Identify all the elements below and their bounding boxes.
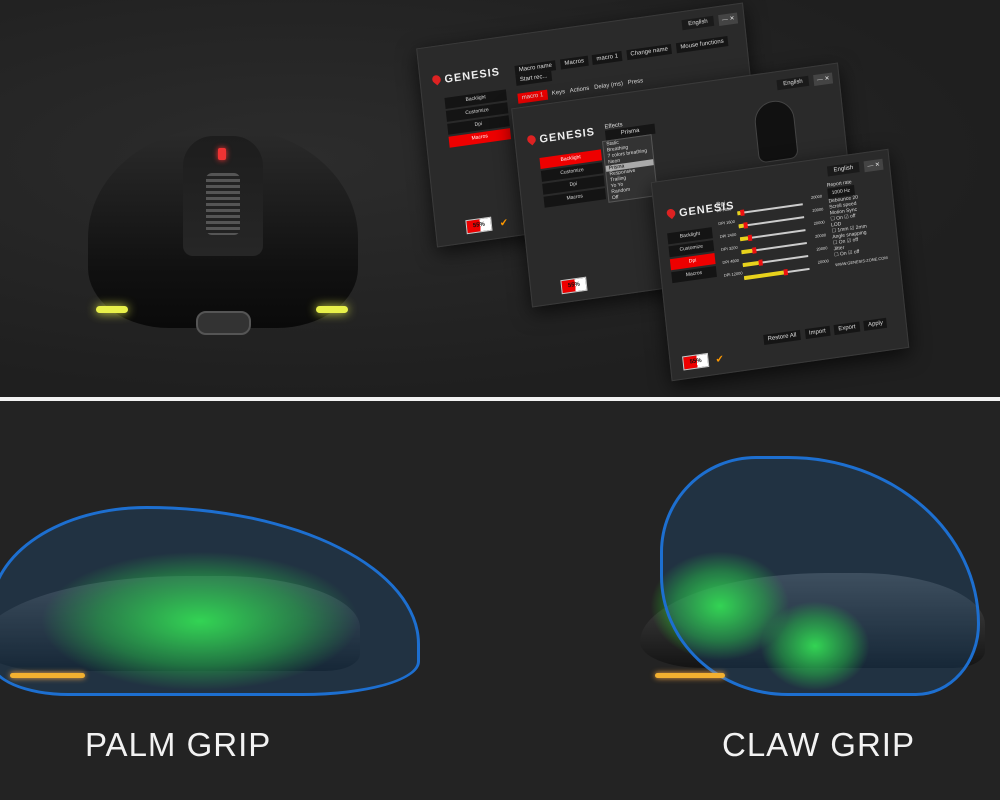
macro-list-item[interactable]: macro 1 <box>517 89 548 104</box>
check-icon: ✔ <box>715 353 725 366</box>
language-select[interactable]: English <box>776 75 810 91</box>
dpi-level-label: DPI 1600 <box>718 218 736 227</box>
delay-column: Delay (ms) <box>593 81 624 92</box>
dpi-max-label: 20000 <box>817 258 830 265</box>
dpi-max-label: 20000 <box>813 219 825 226</box>
macros-label: Macros <box>560 55 589 70</box>
change-name-button[interactable]: Change name <box>626 43 673 61</box>
window-controls[interactable]: — ✕ <box>718 12 739 27</box>
grip-section: PALM GRIP CLAW GRIP <box>0 401 1000 800</box>
dpi-settings: Report rate 1000 Hz Debounce 20 Scroll s… <box>827 175 893 267</box>
toggle-option-b[interactable]: off <box>849 213 856 220</box>
sidebar: Backlight Customize Dpi Macros <box>444 89 512 149</box>
brand-logo: GENESIS <box>527 126 596 147</box>
divider <box>0 397 1000 401</box>
actions-column: Actions <box>569 85 590 95</box>
dpi-max-label: 20000 <box>814 232 827 239</box>
battery-indicator: 55% <box>682 352 710 371</box>
dpi-slider[interactable] <box>743 267 810 281</box>
macro-select[interactable]: macro 1 <box>592 50 623 65</box>
product-hero: GENESIS English — ✕ Backlight Customize … <box>0 0 1000 397</box>
effects-list: Static Breathing 7 colors breathing Neon… <box>602 134 659 203</box>
battery-indicator: 55% <box>465 216 493 235</box>
apply-button[interactable]: Apply <box>863 317 888 331</box>
mouse-preview <box>752 98 799 164</box>
language-select[interactable]: English <box>681 15 715 31</box>
export-button[interactable]: Export <box>833 321 861 336</box>
battery-indicator: 55% <box>560 276 588 295</box>
palm-hand-outline <box>0 506 420 696</box>
toggle-option-a[interactable]: On <box>839 250 847 258</box>
dpi-level-label: DPI 12000 <box>723 270 743 278</box>
dpi-max-label: 20000 <box>810 193 823 201</box>
toggle-option-b[interactable]: off <box>853 248 860 256</box>
window-controls[interactable]: — ✕ <box>813 72 834 87</box>
mouse-functions-button[interactable]: Mouse functions <box>675 36 729 54</box>
claw-hand-outline <box>660 456 980 696</box>
dpi-level-label: DPI 800 <box>716 206 732 214</box>
claw-grip-label: CLAW GRIP <box>722 726 915 763</box>
dpi-max-label: 20000 <box>816 245 828 252</box>
language-select[interactable]: English <box>827 162 860 177</box>
keys-column: Keys <box>551 89 566 97</box>
palm-grip-label: PALM GRIP <box>85 726 272 763</box>
dpi-level-label: DPI 2400 <box>719 231 737 240</box>
dpi-level-label: DPI 4800 <box>722 257 740 265</box>
scroll-wheel <box>206 173 240 235</box>
mouse-front-view <box>88 128 358 343</box>
toggle-option-b[interactable]: off <box>852 236 859 244</box>
dpi-max-label: 20000 <box>812 206 824 213</box>
check-icon: ✔ <box>499 217 509 230</box>
brand-logo: GENESIS <box>432 66 501 87</box>
dpi-level-label: DPI 3200 <box>720 244 738 253</box>
usb-c-port <box>196 311 251 335</box>
window-controls[interactable]: — ✕ <box>863 158 884 173</box>
import-button[interactable]: Import <box>804 325 831 340</box>
dpi-indicator <box>218 148 226 160</box>
dpi-window: GENESIS English — ✕ Backlight Customize … <box>650 148 910 382</box>
action-cell: Press <box>627 78 644 87</box>
